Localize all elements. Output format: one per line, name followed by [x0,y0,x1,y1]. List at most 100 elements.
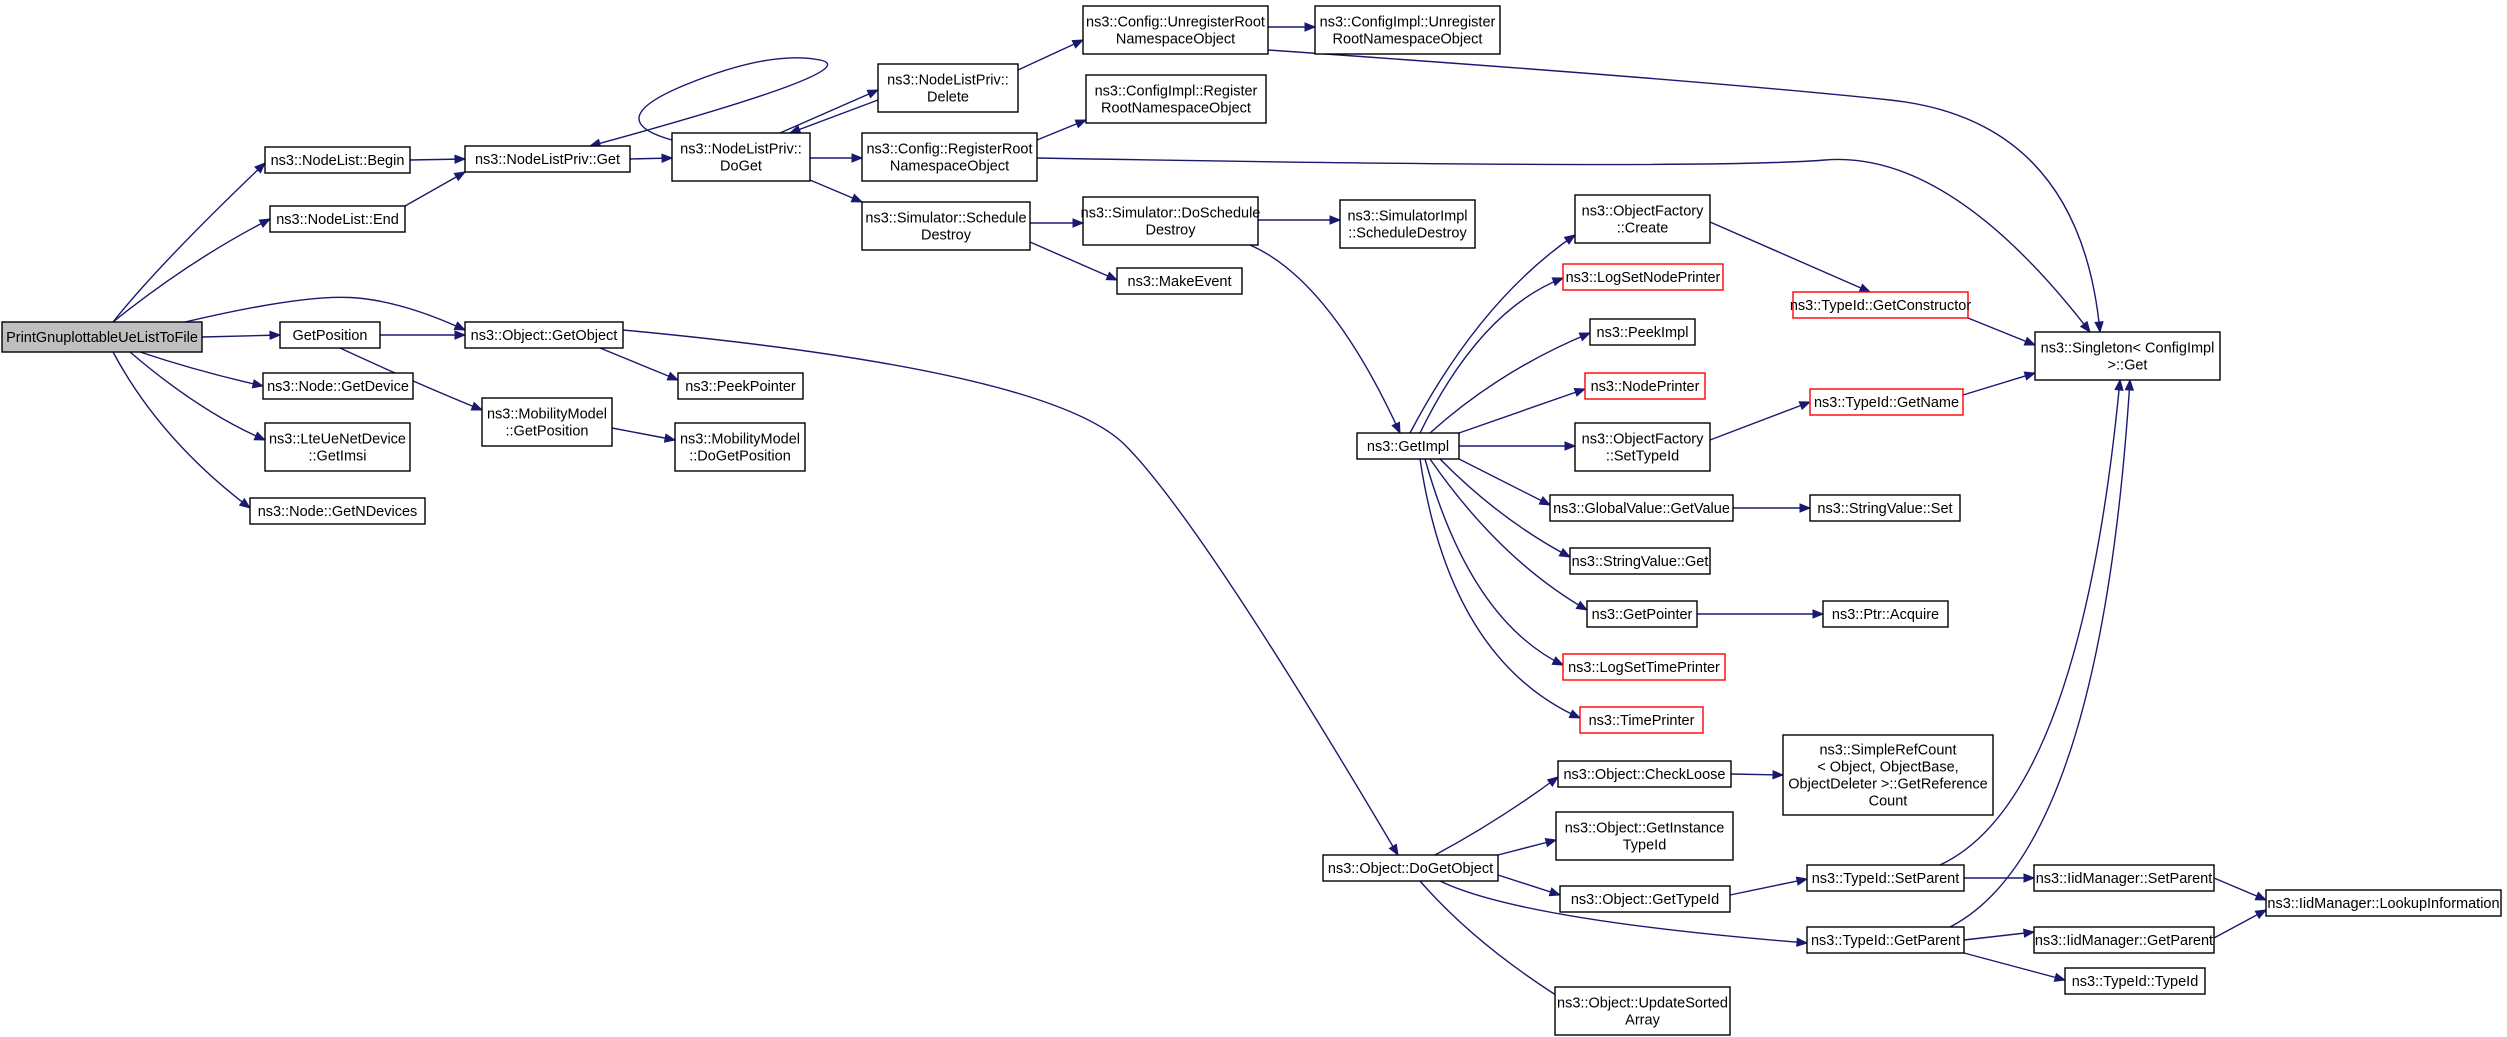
node-iidmanager-setparent[interactable]: ns3::IidManager::SetParent [2033,864,2215,892]
node-object-dogetobject[interactable]: ns3::Object::DoGetObject [1322,854,1499,882]
edge-nlpriv_doget-to-sim_scheduledestroy [809,179,864,203]
edge-iidmanager_getparent-to-iidmanager_lookupinformation [2213,909,2268,939]
edge-typeid_setparent-to-singleton_get [1939,378,2124,866]
arrowhead [1538,496,1552,506]
node-label: ns3::Object::DoGetObject [1328,861,1493,877]
node-label: ObjectDeleter >::GetReference [1788,777,1987,793]
arrowhead [2124,378,2135,391]
edge-line [1967,317,2036,346]
node-box [1782,734,1994,816]
node-label: ns3::Simulator::DoSchedule [1081,206,1261,222]
node-label: ns3::ConfigImpl::Unregister [1320,15,1496,31]
node-label: ns3::Config::RegisterRoot [866,142,1032,158]
node-configimpl-register[interactable]: ns3::ConfigImpl::RegisterRootNamespaceOb… [1085,74,1267,124]
edge-getposition-to-object_getobject [380,330,467,340]
node-mobility-getposition[interactable]: ns3::MobilityModel::GetPosition [481,397,613,447]
arrowhead [661,153,674,163]
edge-line [1709,221,1871,293]
edge-object_dogetobject-to-object_checkloose [1434,776,1560,856]
arrowhead [1564,441,1577,451]
node-lte-getimsi[interactable]: ns3::LteUeNetDevice::GetImsi [264,422,411,472]
node-typeid-setparent[interactable]: ns3::TypeId::SetParent [1806,864,1965,892]
node-node-getdevice[interactable]: ns3::Node::GetDevice [262,372,414,400]
edge-sim_doscheduledestroy-to-getimpl [1249,244,1401,435]
arrowhead [1546,776,1560,788]
node-mobility-dogetposition[interactable]: ns3::MobilityModel::DoGetPosition [674,422,806,472]
node-config-unregisterroot[interactable]: ns3::Config::UnregisterRootNamespaceObje… [1082,5,1269,55]
arrowhead [454,330,467,340]
node-object-checkloose[interactable]: ns3::Object::CheckLoose [1557,760,1732,788]
node-simplerefcount[interactable]: ns3::SimpleRefCount< Object, ObjectBase,… [1782,734,1994,816]
node-objfactory-settypeid[interactable]: ns3::ObjectFactory::SetTypeId [1574,422,1711,472]
node-globalvalue-getvalue[interactable]: ns3::GlobalValue::GetValue [1549,494,1734,522]
node-label: ns3::IidManager::SetParent [2036,871,2213,887]
node-box [1314,5,1501,55]
arrowhead [1074,119,1088,129]
node-label: DoGet [720,159,762,175]
node-nlpriv-get[interactable]: ns3::NodeListPriv::Get [464,145,631,173]
node-nlpriv-doget[interactable]: ns3::NodeListPriv::DoGet [671,132,811,182]
node-getpointer[interactable]: ns3::GetPointer [1586,600,1698,628]
node-simimpl-scheduledestroy[interactable]: ns3::SimulatorImpl::ScheduleDestroy [1339,199,1476,249]
edge-nlpriv_doget-to-nlpriv_delete [779,89,880,134]
edge-nlpriv_delete-to-nlpriv_doget [788,99,879,134]
edge-nlpriv_get-to-nlpriv_doget [629,153,674,163]
arrowhead [454,154,467,164]
node-label: ::GetImsi [308,449,366,465]
node-typeid-getconstructor[interactable]: ns3::TypeId::GetConstructor [1790,291,1972,319]
node-box [1562,263,1724,291]
edge-nl_end-to-nlpriv_get [404,171,467,207]
node-iidmanager-lookupinformation[interactable]: ns3::IidManager::LookupInformation [2265,889,2502,917]
node-box [674,422,806,472]
node-box [1574,422,1711,472]
node-box [249,497,426,525]
edge-getimpl-to-logsettimeprinter [1424,458,1565,666]
edge-globalvalue_getvalue-to-stringvalue_set [1733,503,1812,513]
node-ptr-acquire[interactable]: ns3::Ptr::Acquire [1822,600,1949,628]
node-nl-begin[interactable]: ns3::NodeList::Begin [264,146,411,174]
node-getimpl[interactable]: ns3::GetImpl [1356,432,1460,460]
node-label: ns3::NodeListPriv::Get [475,152,620,168]
node-peekimpl[interactable]: ns3::PeekImpl [1589,318,1696,346]
node-singleton-get[interactable]: ns3::Singleton< ConfigImpl>::Get [2034,331,2221,381]
call-edges [112,22,2268,1011]
node-configimpl-unregister[interactable]: ns3::ConfigImpl::UnregisterRootNamespace… [1314,5,1501,55]
node-nl-end[interactable]: ns3::NodeList::End [269,205,406,233]
node-box [1322,854,1499,882]
node-stringvalue-get[interactable]: ns3::StringValue::Get [1569,547,1711,575]
node-sim-scheduledestroy[interactable]: ns3::Simulator::ScheduleDestroy [861,201,1031,251]
node-node-getndevices[interactable]: ns3::Node::GetNDevices [249,497,426,525]
node-object-getobject[interactable]: ns3::Object::GetObject [464,321,624,349]
node-object-gettypeid[interactable]: ns3::Object::GetTypeId [1559,885,1731,913]
node-label: ns3::NodeListPriv:: [680,142,802,158]
node-box [1559,885,1731,913]
edge-line [404,171,466,207]
node-typeid-getparent[interactable]: ns3::TypeId::GetParent [1806,926,1965,954]
node-makeevent[interactable]: ns3::MakeEvent [1116,267,1243,295]
node-print[interactable]: PrintGnuplottableUeListToFile [1,321,203,353]
edge-typeid_setparent-to-iidmanager_setparent [1964,873,2036,883]
edge-sim_doscheduledestroy-to-simimpl_scheduledestroy [1258,215,1342,225]
node-objfactory-create[interactable]: ns3::ObjectFactory::Create [1574,194,1711,244]
node-label: ns3::StringValue::Get [1572,554,1709,570]
node-nlpriv-delete[interactable]: ns3::NodeListPriv::Delete [877,63,1019,113]
node-typeid-getname[interactable]: ns3::TypeId::GetName [1809,388,1964,416]
node-label: ns3::ConfigImpl::Register [1095,84,1258,100]
node-peekpointer[interactable]: ns3::PeekPointer [677,372,804,400]
node-getposition[interactable]: GetPosition [279,321,381,349]
edge-typeid_getparent-to-typeid_typeid [1963,952,2067,982]
node-box [1082,5,1269,55]
node-iidmanager-getparent[interactable]: ns3::IidManager::GetParent [2033,926,2215,954]
edge-mobility_getposition-to-mobility_dogetposition [611,427,677,443]
node-nodeprinter[interactable]: ns3::NodePrinter [1584,372,1706,400]
node-typeid-typeid[interactable]: ns3::TypeId::TypeId [2064,967,2206,995]
node-timeprinter[interactable]: ns3::TimePrinter [1579,706,1704,734]
node-logsetnodeprinter[interactable]: ns3::LogSetNodePrinter [1562,263,1724,291]
node-label: ns3::StringValue::Set [1817,501,1952,517]
node-logsettimeprinter[interactable]: ns3::LogSetTimePrinter [1562,653,1726,681]
node-stringvalue-set[interactable]: ns3::StringValue::Set [1809,494,1961,522]
